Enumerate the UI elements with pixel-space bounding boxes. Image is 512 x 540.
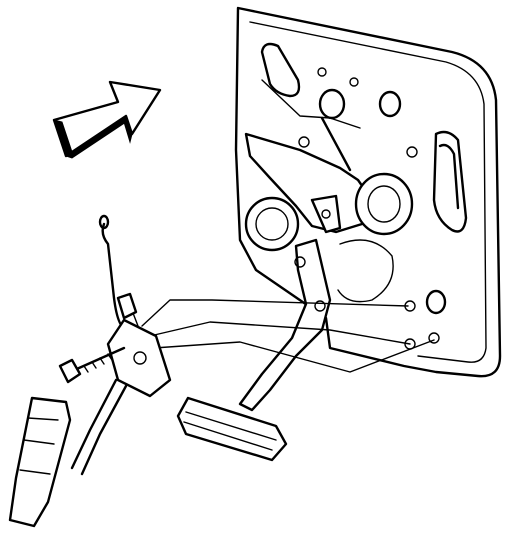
dash-panel bbox=[234, 6, 502, 378]
accelerator-pedal-assembly bbox=[8, 214, 172, 528]
bolt-icon bbox=[58, 346, 126, 384]
direction-arrow-icon bbox=[52, 80, 162, 159]
cable-connector-icon bbox=[116, 292, 138, 320]
brake-pedal-assembly bbox=[176, 116, 414, 462]
callout-lines bbox=[141, 299, 435, 373]
